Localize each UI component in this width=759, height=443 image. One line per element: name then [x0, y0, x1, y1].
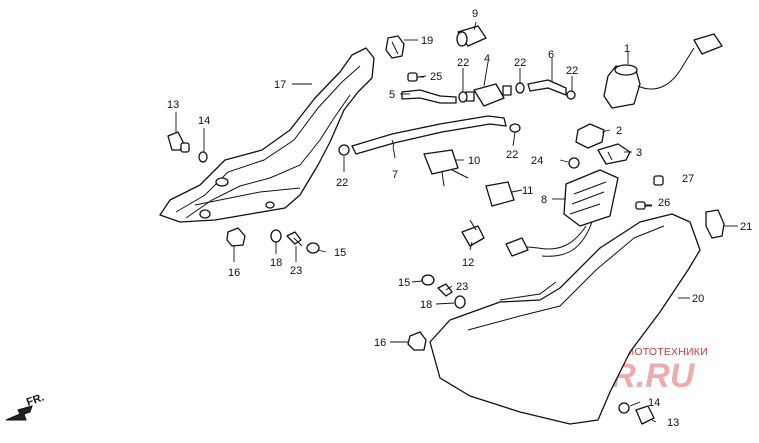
- callout-16-left: 16: [228, 267, 240, 279]
- callout-25: 25: [430, 71, 442, 83]
- callout-23-right: 23: [456, 281, 468, 293]
- callout-19: 19: [421, 35, 433, 47]
- callout-16-right: 16: [374, 337, 386, 349]
- front-label: FR.: [25, 391, 46, 408]
- leader-lines: [175, 21, 738, 423]
- part-16-damper-right: [407, 331, 427, 351]
- callout-14-left: 14: [198, 115, 210, 127]
- part-4-valve: [465, 83, 512, 107]
- part-16-damper-left: [226, 227, 246, 247]
- callout-15-left: 15: [334, 247, 346, 259]
- callout-22-b: 22: [514, 57, 526, 69]
- part-10-unit: [423, 149, 469, 187]
- front-arrow-icon: [5, 405, 33, 421]
- front-direction-indicator: FR.: [5, 391, 46, 421]
- part-21-grommet: [705, 209, 725, 239]
- part-11-unit: [485, 181, 515, 207]
- callout-15-right: 15: [398, 277, 410, 289]
- callout-26: 26: [658, 197, 670, 209]
- part-15-nut-right: [421, 274, 435, 286]
- part-12-bracket: [461, 219, 485, 247]
- part-14-grommet-right: [618, 402, 630, 414]
- part-20-right-side-cover: [429, 213, 701, 425]
- part-17-left-side-cover: [159, 47, 375, 223]
- callout-5: 5: [389, 89, 395, 101]
- part-19-clip: [385, 35, 405, 59]
- part-6-hose: [527, 79, 567, 96]
- callout-17: 17: [274, 79, 286, 91]
- callout-labels: 1 2 3 4 5 6 7 8 9 10 11 12 13 13 14 14 1…: [167, 8, 752, 429]
- callout-22-d: 22: [506, 149, 518, 161]
- part-23-screw-left: [286, 231, 303, 247]
- callout-24: 24: [531, 155, 543, 167]
- callout-10: 10: [468, 155, 480, 167]
- callout-22-a: 22: [457, 57, 469, 69]
- callout-8: 8: [541, 194, 547, 206]
- part-5-hose: [401, 89, 457, 104]
- callout-4: 4: [484, 53, 490, 65]
- callout-12: 12: [462, 257, 474, 269]
- callout-27: 27: [682, 173, 694, 185]
- callout-13-left: 13: [167, 99, 179, 111]
- callout-23-left: 23: [290, 265, 302, 277]
- part-1-canister: [603, 33, 723, 109]
- part-3-connector: [597, 143, 631, 165]
- callout-3: 3: [636, 147, 642, 159]
- part-23-screw-right: [437, 283, 453, 297]
- part-22-clamps: [338, 82, 576, 156]
- part-18-collar-right: [454, 295, 466, 309]
- part-24-cushion: [568, 157, 580, 169]
- part-15-nut-left: [306, 242, 320, 254]
- part-7-hose: [351, 115, 507, 155]
- part-26-bolt: [635, 201, 652, 210]
- callout-22-e: 22: [336, 177, 348, 189]
- part-9-cap: [456, 25, 487, 47]
- callout-7: 7: [392, 169, 398, 181]
- callout-18-right: 18: [420, 299, 432, 311]
- callout-14-right: 14: [648, 397, 660, 409]
- callout-6: 6: [548, 49, 554, 61]
- part-13-bolt-right: [635, 405, 655, 425]
- callout-18-left: 18: [270, 257, 282, 269]
- callout-20: 20: [692, 293, 704, 305]
- part-27-bolt: [653, 175, 664, 186]
- part-13-bolt-left: [167, 131, 190, 153]
- callout-11: 11: [522, 185, 533, 197]
- part-2-relay: [575, 123, 605, 149]
- callout-2: 2: [616, 125, 622, 137]
- part-18-collar-left: [270, 229, 282, 243]
- callout-22-c: 22: [566, 65, 578, 77]
- part-8-control-unit: [505, 169, 619, 257]
- part-14-grommet-left: [198, 151, 208, 163]
- callout-9: 9: [472, 8, 478, 20]
- callout-21: 21: [740, 221, 752, 233]
- callout-13-right: 13: [667, 417, 679, 429]
- callout-1: 1: [624, 43, 630, 55]
